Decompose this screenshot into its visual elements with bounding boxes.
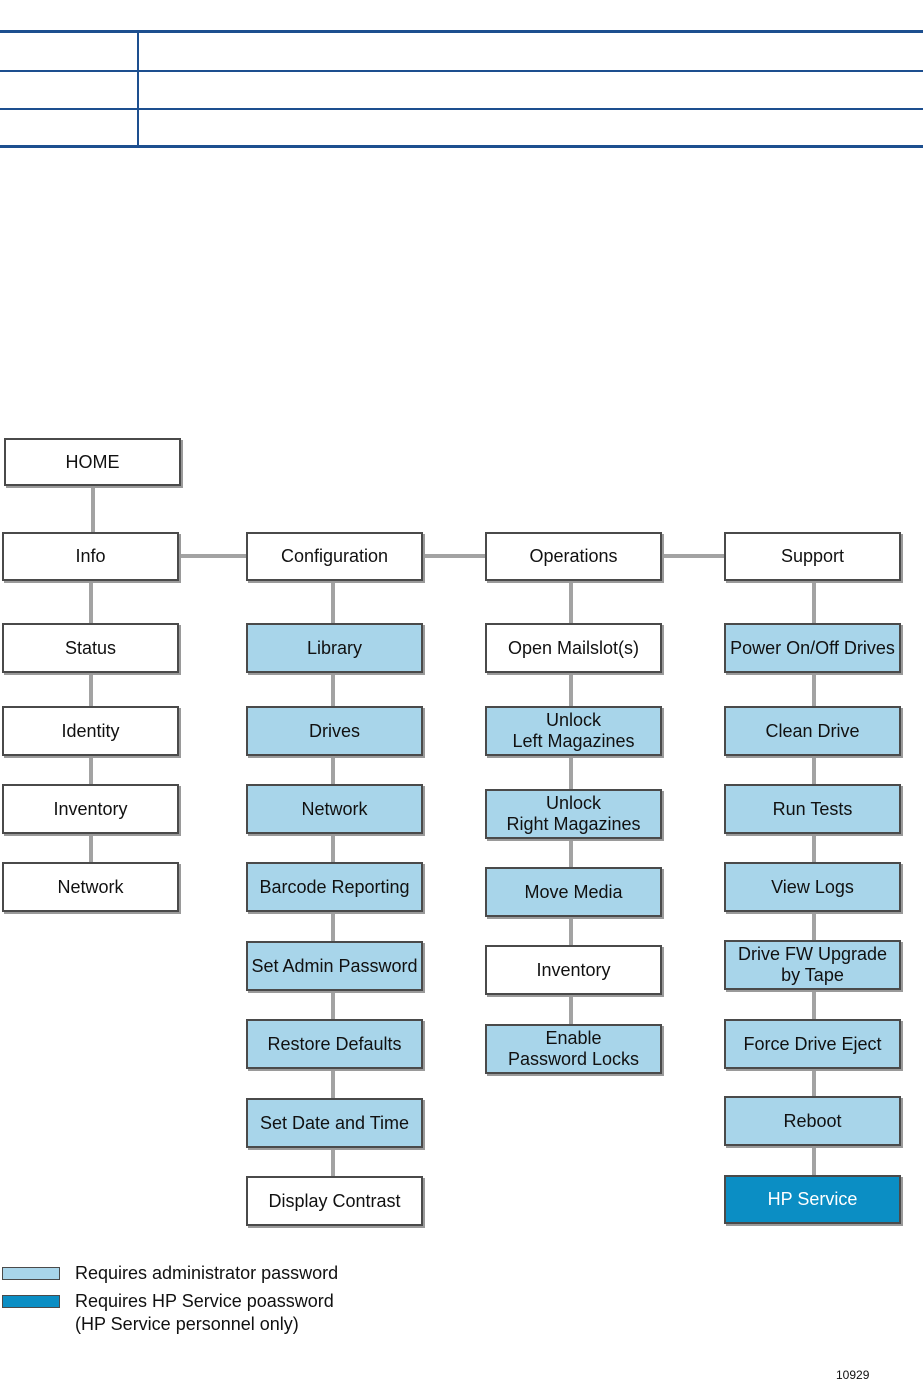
support-item-hp-service: HP Service — [724, 1175, 901, 1224]
connector — [89, 755, 93, 785]
info-item-inventory: Inventory — [2, 784, 179, 834]
legend-hp-service-swatch — [2, 1295, 60, 1308]
table-row-divider — [0, 108, 923, 110]
connector-operations-support — [661, 554, 726, 558]
table-row-divider — [0, 70, 923, 72]
legend-hp-service-label: Requires HP Service poassword — [75, 1291, 334, 1311]
table-top-rule — [0, 30, 923, 33]
ops-item-unlock-right-magazines: Unlock Right Magazines — [485, 789, 662, 839]
support-item-drive-fw-upgrade: Drive FW Upgrade by Tape — [724, 940, 901, 990]
ops-item-enable-password-locks: Enable Password Locks — [485, 1024, 662, 1074]
table-bottom-rule — [0, 145, 923, 148]
table-column-divider — [137, 31, 139, 147]
connector-home-info — [91, 485, 95, 535]
home-node: HOME — [4, 438, 181, 486]
connector — [89, 833, 93, 863]
ops-item-inventory: Inventory — [485, 945, 662, 995]
config-item-restore-defaults: Restore Defaults — [246, 1019, 423, 1069]
config-item-barcode-reporting: Barcode Reporting — [246, 862, 423, 912]
info-item-status: Status — [2, 623, 179, 673]
config-item-drives: Drives — [246, 706, 423, 756]
support-item-clean-drive: Clean Drive — [724, 706, 901, 756]
config-item-display-contrast: Display Contrast — [246, 1176, 423, 1226]
ops-item-move-media: Move Media — [485, 867, 662, 917]
figure-id: 10929 — [836, 1368, 870, 1382]
ops-item-unlock-left-magazines: Unlock Left Magazines — [485, 706, 662, 756]
legend-hp-service-note: (HP Service personnel only) — [75, 1314, 299, 1334]
config-item-library: Library — [246, 623, 423, 673]
support-node: Support — [724, 532, 901, 581]
support-item-reboot: Reboot — [724, 1096, 901, 1146]
connector-info-configuration — [178, 554, 248, 558]
support-item-run-tests: Run Tests — [724, 784, 901, 834]
legend-admin-label: Requires administrator password — [75, 1263, 339, 1283]
connector — [89, 672, 93, 707]
support-item-force-drive-eject: Force Drive Eject — [724, 1019, 901, 1069]
info-node: Info — [2, 532, 179, 581]
configuration-node: Configuration — [246, 532, 423, 581]
legend-admin-swatch — [2, 1267, 60, 1280]
header-table — [0, 0, 923, 150]
support-item-power-drives: Power On/Off Drives — [724, 623, 901, 673]
support-item-view-logs: View Logs — [724, 862, 901, 912]
operations-node: Operations — [485, 532, 662, 581]
config-item-set-admin-password: Set Admin Password — [246, 941, 423, 991]
connector — [89, 580, 93, 624]
ops-item-open-mailslots: Open Mailslot(s) — [485, 623, 662, 673]
config-item-network: Network — [246, 784, 423, 834]
info-item-identity: Identity — [2, 706, 179, 756]
config-item-set-date-time: Set Date and Time — [246, 1098, 423, 1148]
info-item-network: Network — [2, 862, 179, 912]
connector-configuration-operations — [422, 554, 487, 558]
